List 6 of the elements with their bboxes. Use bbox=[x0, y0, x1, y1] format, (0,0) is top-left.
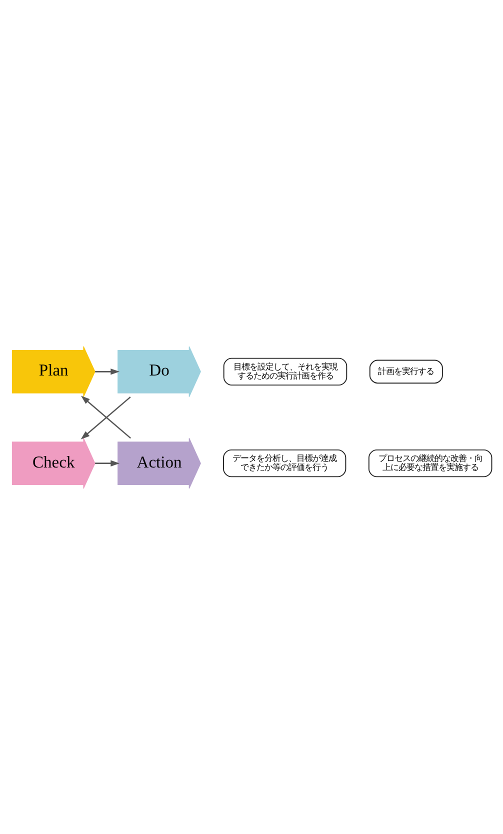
node-box: プロセスの継続的な改善・向上に必要な措置を実施する bbox=[368, 448, 492, 477]
node-box: 目標を設定して、それを実現するための実行計画を作る bbox=[222, 357, 347, 386]
node-box: 計画を実行する bbox=[368, 359, 442, 384]
node-box: データを分析し、目標が達成できたか等の評価を行う bbox=[222, 448, 346, 477]
arrow bbox=[94, 460, 120, 466]
arrow bbox=[94, 368, 120, 374]
